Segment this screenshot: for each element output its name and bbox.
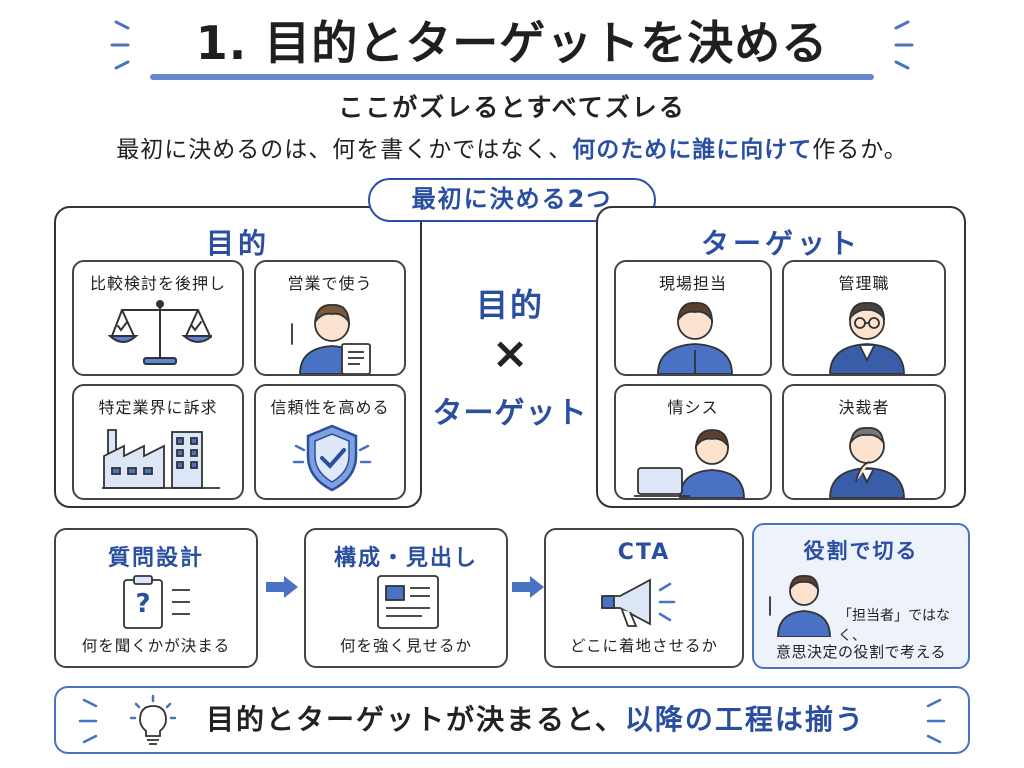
document-layout-icon <box>377 575 439 629</box>
target-card-label: 情シス <box>667 398 719 417</box>
arrow-right-icon <box>512 576 544 598</box>
intro-before: 最初に決めるのは、何を書くかではなく、 <box>116 137 573 163</box>
flow-step-title: CTA <box>617 540 671 565</box>
manager-icon <box>829 302 905 374</box>
purpose-panel: 目的 比較検討を後押し 営業で使う <box>54 206 422 508</box>
right-spark-icon <box>926 698 946 744</box>
role-text-secondary: 意思決定の役割で考える <box>775 643 947 661</box>
megaphone-icon <box>601 578 676 627</box>
center-times: × <box>491 328 529 379</box>
center-target: ターゲット <box>432 396 588 431</box>
title-underline <box>150 74 874 80</box>
shield-check-icon <box>292 424 372 492</box>
it-staff-laptop-icon <box>634 429 745 498</box>
intro-text: 最初に決めるのは、何を書くかではなく、何のために誰に向けて作るか。 <box>0 130 1024 164</box>
target-card-label: 決裁者 <box>838 398 890 417</box>
right-spark-icon <box>894 20 914 70</box>
presenter-icon <box>769 575 831 637</box>
role-panel: 役割で切る 「担当者」ではなく、 意思決定の役割で考える <box>752 523 970 669</box>
purpose-card-label: 比較検討を後押し <box>89 274 226 293</box>
purpose-card-industry: 特定業界に訴求 <box>72 384 244 500</box>
target-card-decider: 決裁者 <box>782 384 946 500</box>
balance-scale-icon <box>108 300 212 365</box>
page-title: 1. 目的とターゲットを決める <box>195 16 829 70</box>
svg-text:?: ? <box>135 589 150 619</box>
target-card-manager: 管理職 <box>782 260 946 376</box>
summary-before: 目的とターゲットが決まると、 <box>206 703 625 736</box>
target-card-field: 現場担当 <box>614 260 772 376</box>
factory-icon <box>102 429 220 489</box>
arrow-right-icon <box>266 576 298 598</box>
subtitle: ここがズレるとすべてズレる <box>338 93 686 122</box>
role-title: 役割で切る <box>803 539 919 563</box>
center-purpose: 目的 <box>475 286 544 324</box>
flow-step-caption: どこに着地させるか <box>569 637 719 655</box>
flow-step-structure: 構成・見出し 何を強く見せるか <box>304 528 508 668</box>
intro-after: 作るか。 <box>812 137 908 163</box>
target-card-it: 情シス <box>614 384 772 500</box>
lightbulb-icon <box>130 694 176 745</box>
summary-text: 目的とターゲットが決まると、以降の工程は揃う <box>206 688 926 752</box>
purpose-card-sales: 営業で使う <box>254 260 406 376</box>
flow-step-title: 質問設計 <box>107 546 204 571</box>
purpose-card-label: 信頼性を高める <box>270 398 390 417</box>
flow-step-title: 構成・見出し <box>333 546 478 571</box>
target-title: ターゲット <box>700 227 861 260</box>
role-text-primary: 「担当者」ではなく、 <box>838 608 950 644</box>
flow-step-cta: CTA どこに着地させるか <box>544 528 744 668</box>
salesperson-clipboard-icon <box>291 304 371 374</box>
left-spark-icon <box>110 20 130 70</box>
purpose-card-label: 特定業界に訴求 <box>98 398 218 417</box>
target-panel: ターゲット 現場担当 管理職 情シス <box>596 206 966 508</box>
purpose-card-trust: 信頼性を高める <box>254 384 406 500</box>
intro-emphasis: 何のために誰に向けて <box>572 137 813 163</box>
summary-emphasis: 以降の工程は揃う <box>624 703 865 736</box>
purpose-card-label: 営業で使う <box>287 274 373 293</box>
purpose-title: 目的 <box>205 227 270 260</box>
left-spark-icon <box>78 698 98 744</box>
flow-step-questions: 質問設計 ? 何を聞くかが決まる <box>54 528 258 668</box>
decide-two-label: 最初に決める2つ <box>368 178 656 222</box>
target-card-label: 管理職 <box>838 274 890 293</box>
flow-step-caption: 何を強く見せるか <box>339 637 472 655</box>
decision-maker-icon <box>829 427 905 498</box>
purpose-card-compare: 比較検討を後押し <box>72 260 244 376</box>
summary-banner: 目的とターゲットが決まると、以降の工程は揃う <box>54 686 970 754</box>
target-card-label: 現場担当 <box>658 274 727 293</box>
field-staff-icon <box>657 302 733 374</box>
clipboard-question-icon: ? <box>123 575 190 629</box>
flow-step-caption: 何を聞くかが決まる <box>81 637 231 655</box>
